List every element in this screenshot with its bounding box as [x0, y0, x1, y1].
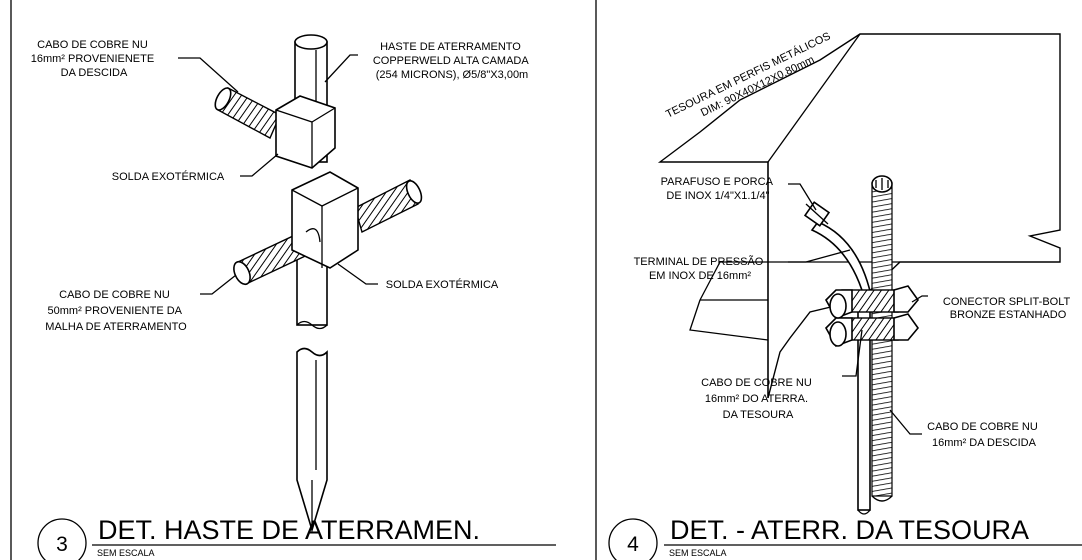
label-line: DA TESOURA	[723, 409, 794, 421]
label-truss: TESOURA EM PERFIS METÁLICOS DIM: 90X40X1…	[664, 28, 842, 133]
label-line: DE INOX 1/4"X1.1/4"	[666, 190, 769, 202]
label-cable-bottom: CABO DE COBRE NU 50mm² PROVENIENTE DA MA…	[45, 289, 187, 333]
label-line: CABO DE COBRE NU	[59, 289, 170, 301]
detail-3-grounding-rod: CABO DE COBRE NU 16mm² PROVENIENETE DA D…	[31, 34, 556, 560]
exothermic-weld-top	[275, 95, 336, 169]
label-cable-down: CABO DE COBRE NU 16mm² DA DESCIDA	[927, 421, 1041, 449]
detail-number: 4	[627, 533, 639, 556]
metal-truss-section	[657, 33, 1061, 399]
label-line: EM INOX DE 16mm²	[649, 270, 751, 282]
label-line: 16mm² PROVENIENETE	[31, 53, 154, 65]
scale-note: SEM ESCALA	[97, 548, 155, 558]
down-cable-16mm	[857, 175, 893, 515]
label-cable-top: CABO DE COBRE NU 16mm² PROVENIENETE DA D…	[31, 39, 158, 79]
label-line: PARAFUSO E PORCA	[661, 176, 774, 188]
scale-note: SEM ESCALA	[669, 548, 727, 558]
label-line: DA DESCIDA	[61, 67, 128, 79]
detail-number-bubble	[608, 518, 658, 560]
detail-number-bubble	[37, 518, 87, 560]
label-line: (254 MICRONS), Ø5/8"X3,00m	[376, 69, 528, 81]
detail-title: DET. HASTE DE ATERRAMEN.	[98, 515, 480, 545]
label-line: MALHA DE ATERRAMENTO	[45, 321, 187, 333]
label-connector: CONECTOR SPLIT-BOLT BRONZE ESTANHADO	[943, 296, 1073, 321]
label-line: 50mm² PROVENIENTE DA	[48, 305, 183, 317]
exothermic-weld-bottom	[291, 171, 359, 269]
label-ground-rod: HASTE DE ATERRAMENTO COPPERWELD ALTA CAM…	[373, 41, 531, 81]
label-terminal: TERMINAL DE PRESSÃO EM INOX DE 16mm²	[634, 255, 767, 282]
label-line: COPPERWELD ALTA CAMADA	[373, 55, 530, 67]
label-line: CABO DE COBRE NU	[37, 39, 148, 51]
label-line: BRONZE ESTANHADO	[950, 309, 1067, 321]
label-weld-bottom: SOLDA EXOTÉRMICA	[386, 278, 499, 291]
label-line: TERMINAL DE PRESSÃO	[634, 255, 764, 268]
detail-title: DET. - ATERR. DA TESOURA	[670, 515, 1029, 545]
detail-number: 3	[56, 533, 68, 556]
label-bolt: PARAFUSO E PORCA DE INOX 1/4"X1.1/4"	[661, 176, 776, 202]
label-line: CABO DE COBRE NU	[927, 421, 1038, 433]
label-line: CABO DE COBRE NU	[701, 377, 812, 389]
detail-4-truss-grounding: TESOURA EM PERFIS METÁLICOS DIM: 90X40X1…	[608, 28, 1082, 560]
split-bolt-connector	[825, 285, 920, 347]
label-line: CONECTOR SPLIT-BOLT	[943, 296, 1071, 308]
label-line: 16mm² DA DESCIDA	[932, 437, 1037, 449]
label-line: 16mm² DO ATERRA.	[705, 393, 808, 405]
label-weld-top: SOLDA EXOTÉRMICA	[112, 170, 225, 183]
label-cable-truss: CABO DE COBRE NU 16mm² DO ATERRA. DA TES…	[701, 377, 815, 421]
label-line: HASTE DE ATERRAMENTO	[380, 41, 521, 53]
